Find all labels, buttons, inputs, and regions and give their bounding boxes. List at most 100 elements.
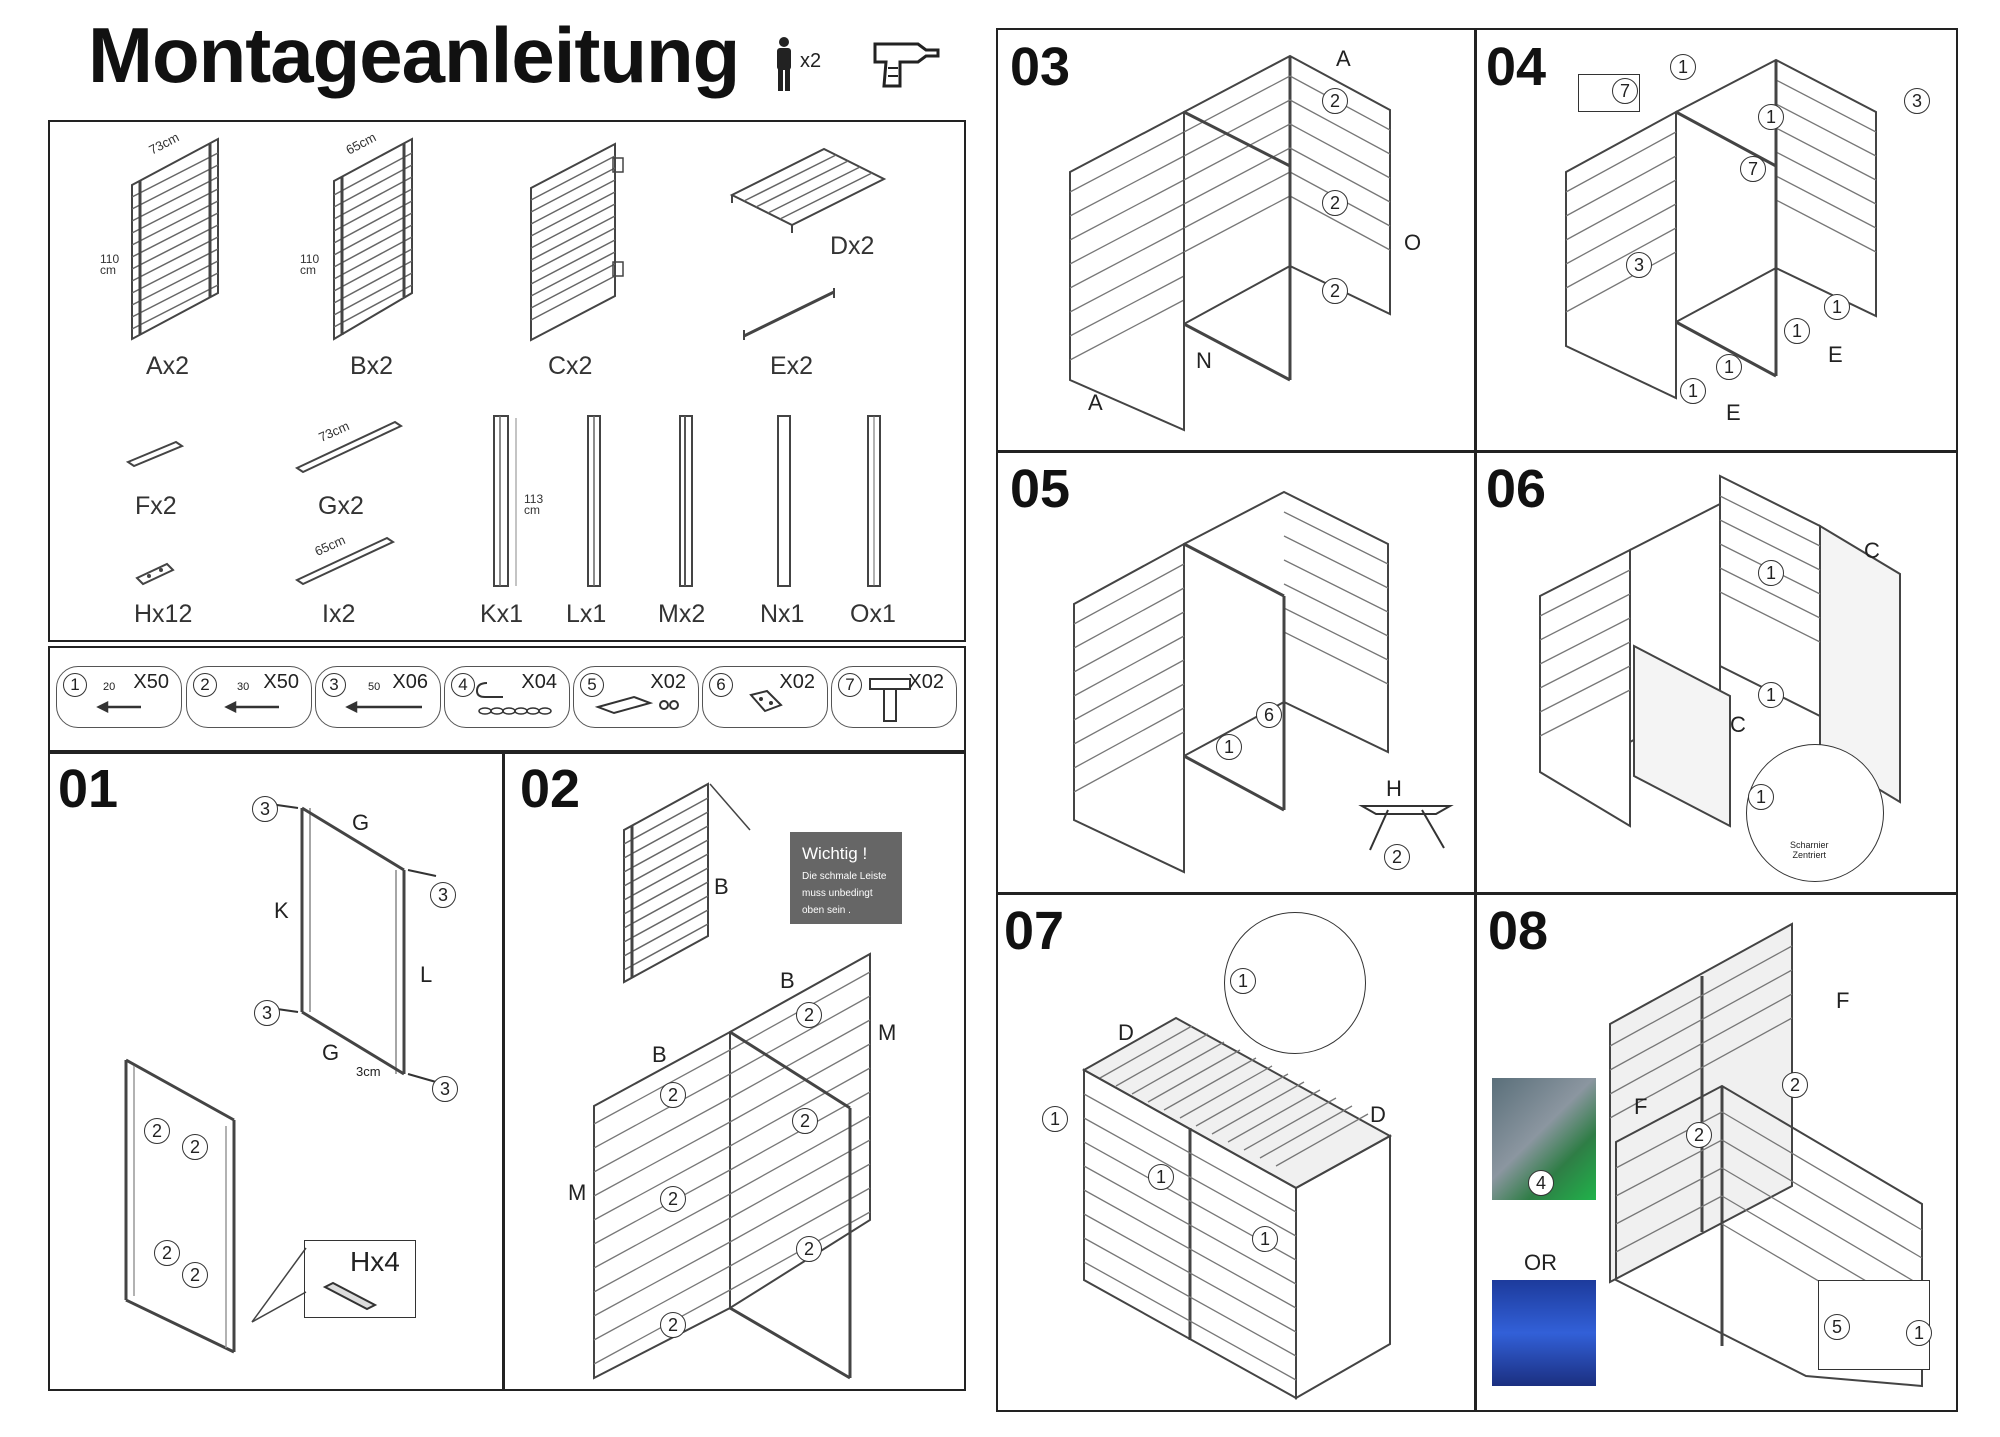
part-b-label: Bx2 [350, 352, 394, 380]
step-04-t-bracket-inset [1578, 74, 1640, 112]
step-01-callout-lines [251, 1247, 307, 1323]
hardware-6: 6 X02 [702, 666, 828, 728]
step-01-assembled-frame [124, 1058, 236, 1354]
screw-20-icon [96, 700, 141, 714]
hardware-2-num: 2 [193, 673, 217, 697]
step-02-screw-2-a: 2 [796, 1002, 822, 1028]
grid-row-divider-2 [996, 892, 1958, 895]
parts-list-panel [48, 120, 966, 642]
step-03-label-a-bottom: A [1088, 390, 1103, 415]
step-04-screw-1-b: 1 [1784, 318, 1810, 344]
step-01-screw-3-d: 3 [432, 1076, 458, 1102]
step-05-number: 05 [1010, 459, 1071, 519]
step-06-drawing [1539, 474, 1901, 828]
hardware-5: 5 X02 [573, 666, 699, 728]
hardware-2-size: 30 [237, 681, 250, 693]
part-c-label: Cx2 [548, 352, 593, 380]
hardware-strip [48, 646, 966, 752]
step-04-screw-1-c: 1 [1716, 354, 1742, 380]
step-04-screw-1-top: 1 [1670, 54, 1696, 80]
hardware-1-qty: X50 [133, 671, 169, 693]
step-04-screw-1-a: 1 [1824, 294, 1850, 320]
hardware-6-qty: X02 [779, 671, 815, 693]
hasp-icon [594, 695, 679, 715]
step-04-screw-3-left: 3 [1626, 252, 1652, 278]
post-m-label: Mx2 [658, 600, 706, 628]
step-08-screw-2-b: 2 [1686, 1122, 1712, 1148]
post-n-label: Nx1 [760, 600, 805, 628]
hardware-1-num: 1 [63, 673, 87, 697]
step-07-screw-1-a: 1 [1042, 1106, 1068, 1132]
step-02-label-m-left: M [568, 1180, 587, 1205]
person-count: x2 [800, 50, 822, 72]
step-08-label-f-right: F [1836, 988, 1850, 1013]
part-g-label: Gx2 [318, 492, 364, 520]
step-04-label-e-right: E [1828, 342, 1843, 367]
step-01-screw-2-c: 2 [154, 1240, 180, 1266]
hardware-7: 7 X02 [831, 666, 957, 728]
step-06-screw-1-b: 1 [1758, 682, 1784, 708]
step-02-screw-2-b: 2 [660, 1082, 686, 1108]
step-08-label-f-left: F [1634, 1094, 1648, 1119]
step-01-screw-3-a: 3 [252, 796, 278, 822]
part-d-label: Dx2 [830, 232, 875, 260]
post-l-drawing [587, 415, 601, 587]
hardware-6-num: 6 [709, 673, 733, 697]
step-02-label-b-top: B [714, 874, 729, 899]
step-04-screw-1-mid: 1 [1758, 104, 1784, 130]
part-c-drawing [530, 142, 624, 342]
post-o-drawing [867, 415, 881, 587]
step-01-screw-2-b: 2 [182, 1134, 208, 1160]
step-01-hx4-inset [304, 1240, 416, 1318]
hardware-7-qty: X02 [908, 671, 944, 693]
step-03-drawing [1069, 54, 1391, 432]
step-03-label-o: O [1404, 230, 1422, 255]
step-05-label-h: H [1386, 776, 1402, 801]
step-02-note: Wichtig ! Die schmale Leiste muss unbedi… [790, 832, 902, 924]
step-08-or-label: OR [1524, 1250, 1557, 1275]
post-l-label: Lx1 [566, 600, 607, 628]
step-02-label-b-mid: B [780, 968, 795, 993]
part-b-dim-h: 110 cm [300, 252, 320, 277]
step-08-number: 08 [1488, 901, 1549, 961]
step-03-number: 03 [1010, 37, 1071, 97]
bracket-icon [749, 689, 783, 713]
post-o-label: Ox1 [850, 600, 896, 628]
step-04-screw-7-mid: 7 [1740, 156, 1766, 182]
step-06-number: 06 [1486, 459, 1547, 519]
step-08-chain-photo-bottom [1492, 1280, 1596, 1386]
part-a-dim-h: 110 cm [100, 252, 120, 277]
step-04-screw-3-right: 3 [1904, 88, 1930, 114]
step-01-label-k: K [274, 898, 289, 923]
steps-03-08-panel [996, 28, 1958, 1412]
step-02-label-b-left: B [652, 1042, 667, 1067]
step-01-number: 01 [58, 759, 119, 819]
step-05-drawing [1073, 490, 1389, 874]
step-04-screw-1-d: 1 [1680, 378, 1706, 404]
hardware-5-num: 5 [580, 673, 604, 697]
part-h-drawing [135, 562, 175, 586]
step-01-frame-drawing [269, 803, 437, 1083]
step-01-screw-2-a: 2 [144, 1118, 170, 1144]
part-f-label: Fx2 [135, 492, 177, 520]
note-title: Wichtig ! [802, 844, 868, 863]
screw-30-icon [224, 700, 279, 714]
post-k-label: Kx1 [480, 600, 524, 628]
step-01-screw-3-c: 3 [254, 1000, 280, 1026]
hardware-3-size: 50 [368, 681, 381, 693]
step-06-hinge-note: Scharnier Zentriert [1790, 840, 1829, 860]
part-f-drawing [125, 440, 185, 468]
hardware-1-size: 20 [103, 681, 116, 693]
step-08-hasp-screw-5: 5 [1824, 1314, 1850, 1340]
step-07-label-d-right: D [1370, 1102, 1386, 1127]
part-i-label: Ix2 [322, 600, 356, 628]
step-02-label-m-right: M [878, 1020, 897, 1045]
steps-01-02-panel [48, 752, 966, 1391]
post-n-drawing [777, 415, 791, 587]
step-01-label-3cm: 3cm [356, 1064, 381, 1079]
part-i-drawing [294, 536, 396, 586]
hardware-3: 3 X06 50 [315, 666, 441, 728]
part-h-label: Hx12 [134, 600, 193, 628]
hardware-3-num: 3 [322, 673, 346, 697]
step-07-drawing [1081, 1016, 1393, 1400]
